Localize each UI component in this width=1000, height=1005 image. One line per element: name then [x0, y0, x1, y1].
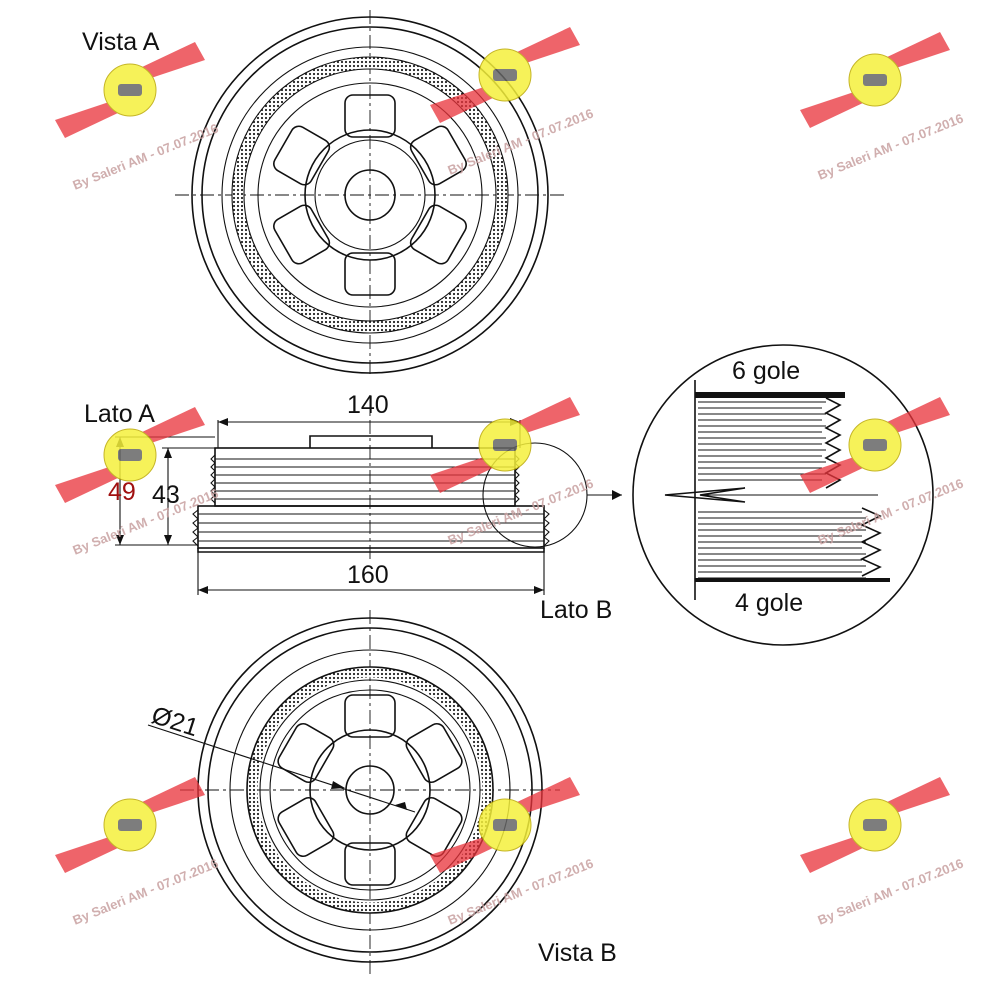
- dimension-width-bottom: 160: [347, 561, 389, 589]
- view-a-spokes: [273, 94, 467, 296]
- watermark-text: By Saleri AM - 07.07.2016: [816, 856, 966, 928]
- watermark-text: By Saleri AM - 07.07.2016: [71, 121, 221, 193]
- dimension-140: 140: [217, 391, 521, 448]
- dimension-width-top: 140: [347, 391, 389, 419]
- view-b-label: Vista B: [538, 939, 617, 967]
- dimension-height-outer: 49: [108, 478, 136, 506]
- watermark-logo: By Saleri AM - 07.07.2016: [800, 32, 965, 183]
- watermark-logo: By Saleri AM - 07.07.2016: [800, 777, 965, 928]
- side-a-label: Lato A: [84, 400, 155, 428]
- watermark-text: By Saleri AM - 07.07.2016: [71, 856, 221, 928]
- watermark-text: By Saleri AM - 07.07.2016: [446, 476, 596, 548]
- view-a-drawing: [175, 10, 565, 375]
- view-a-label: Vista A: [82, 28, 160, 56]
- watermark-logo: By Saleri AM - 07.07.2016: [430, 777, 595, 928]
- groove-detail: 6 gole 4 gole: [632, 344, 934, 646]
- watermark-logo: By Saleri AM - 07.07.2016: [800, 397, 965, 548]
- side-b-label: Lato B: [540, 596, 612, 624]
- watermark-logo: By Saleri AM - 07.07.2016: [55, 42, 220, 193]
- detail-grooves-bottom: 4 gole: [735, 589, 803, 617]
- detail-grooves-top: 6 gole: [732, 357, 800, 385]
- bore-diameter-label: Ø21: [148, 701, 202, 742]
- dimension-height-inner: 43: [152, 481, 180, 509]
- watermark-logo: By Saleri AM - 07.07.2016: [55, 777, 220, 928]
- dimension-160: 160: [197, 552, 545, 595]
- watermark-text: By Saleri AM - 07.07.2016: [816, 111, 966, 183]
- watermark-text: By Saleri AM - 07.07.2016: [446, 856, 596, 928]
- view-b-spokes: [277, 694, 463, 886]
- view-b-drawing: Ø21: [147, 610, 560, 975]
